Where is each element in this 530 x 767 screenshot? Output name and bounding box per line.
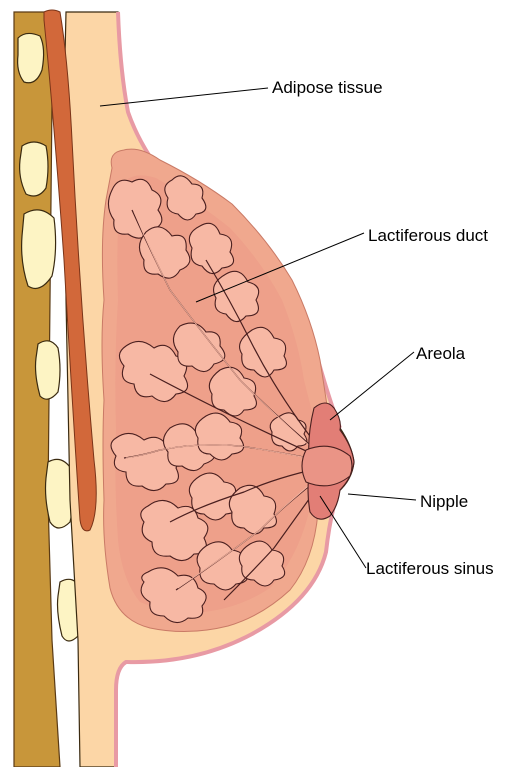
lactiferous-sinus (302, 446, 352, 486)
rib (18, 33, 44, 82)
label-lactiferous-sinus: Lactiferous sinus (366, 559, 494, 579)
label-nipple: Nipple (420, 492, 468, 512)
leader-nipple (348, 494, 416, 500)
label-lactiferous-duct: Lactiferous duct (368, 226, 488, 246)
rib (36, 341, 61, 399)
rib (20, 142, 48, 196)
label-areola: Areola (416, 344, 465, 364)
leader-areola (330, 352, 414, 420)
rib (22, 210, 56, 289)
label-adipose-tissue: Adipose tissue (272, 78, 383, 98)
